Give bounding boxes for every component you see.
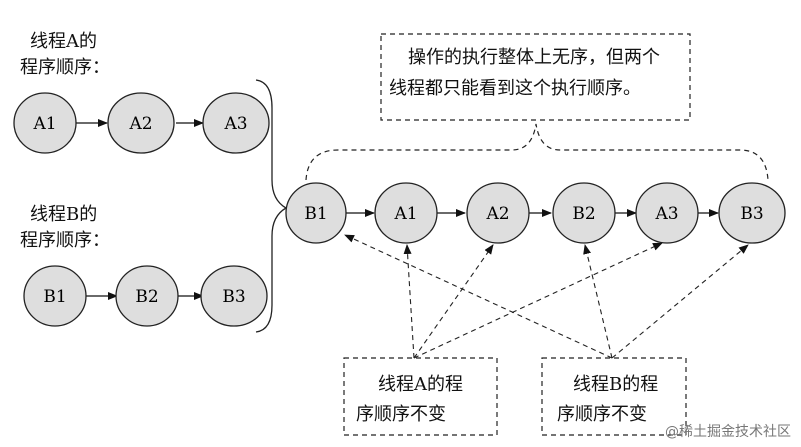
merged-sequence: B1 A1 A2 B2 A3 B3 (285, 182, 786, 244)
dash-arrow-b-to-b3 (611, 244, 749, 359)
merged-node-4: B2 (552, 182, 616, 244)
node-thread-b-2: B2 (115, 265, 179, 327)
note-b-line2: 序顺序不变 (557, 404, 647, 425)
dash-arrow-b-to-b2 (583, 244, 613, 359)
note-b-box (541, 357, 687, 436)
node-label: A1 (393, 204, 417, 224)
merged-node-5: A3 (635, 182, 699, 244)
top-note-box (380, 33, 691, 121)
note-b-line1: 线程B的程 (573, 374, 659, 395)
thread-b-title-line1: 线程B的 (30, 204, 98, 225)
merged-node-6: B3 (718, 182, 786, 244)
dash-arrow-b-to-b1 (344, 234, 613, 359)
node-label: A3 (223, 114, 247, 134)
node-label: A1 (32, 114, 56, 134)
node-label: B3 (740, 204, 763, 224)
thread-b-title-line2: 程序顺序： (20, 230, 110, 251)
dash-arrow-a-to-a3 (413, 242, 663, 359)
node-label: A2 (128, 114, 152, 134)
node-thread-b-3: B3 (200, 265, 268, 327)
node-label: B3 (222, 287, 245, 307)
node-label: B2 (135, 287, 158, 307)
node-label: A3 (654, 204, 678, 224)
top-dashed-brace (305, 123, 769, 181)
merged-node-3: A2 (466, 182, 530, 244)
merged-node-2: A1 (374, 182, 438, 244)
node-thread-a-3: A3 (202, 92, 270, 154)
note-a-line1: 线程A的程 (378, 374, 463, 395)
footer-watermark: @稀土掘金技术社区 (665, 424, 791, 440)
note-a-box (343, 357, 498, 436)
node-thread-a-1: A1 (13, 92, 77, 154)
thread-b-order-arrows (344, 234, 749, 359)
node-label: A2 (485, 204, 509, 224)
top-note-line1: 操作的执行整体上无序，但两个 (408, 47, 660, 68)
node-label: B2 (572, 204, 595, 224)
thread-a-title-line2: 程序顺序： (20, 57, 110, 78)
node-thread-b-1: B1 (23, 265, 87, 327)
thread-a-chain: A1 A2 A3 (13, 92, 270, 154)
node-thread-a-2: A2 (107, 92, 175, 154)
dash-arrow-a-to-a1 (403, 244, 415, 359)
node-label: B1 (304, 204, 327, 224)
thread-a-order-arrows (403, 242, 663, 359)
node-label: B1 (43, 287, 66, 307)
note-a-line2: 序顺序不变 (356, 404, 446, 425)
top-note-line2: 线程都只能看到这个执行顺序。 (389, 78, 641, 99)
thread-b-chain: B1 B2 B3 (23, 265, 268, 327)
dash-arrow-a-to-a2 (413, 244, 494, 359)
merged-node-1: B1 (285, 182, 347, 244)
thread-a-title-line1: 线程A的 (30, 31, 97, 52)
